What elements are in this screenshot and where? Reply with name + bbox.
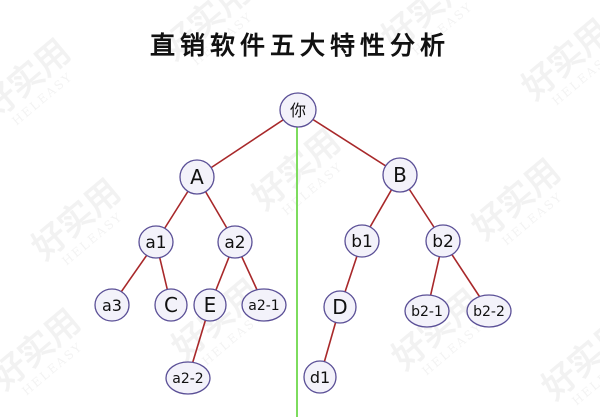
node-circle: [425, 224, 461, 258]
node-circle: [404, 294, 450, 328]
node-circle: [279, 92, 317, 128]
node-circle: [154, 288, 188, 322]
node-circle: [323, 290, 357, 324]
node-label: A: [190, 165, 204, 189]
node-label: a3: [102, 296, 122, 315]
node-label: 你: [290, 101, 306, 120]
tree-node-C: C: [154, 288, 188, 322]
node-label: D: [332, 295, 347, 319]
tree-node-E: E: [193, 288, 227, 322]
node-label: b2-2: [473, 304, 505, 320]
node-label: b2: [432, 232, 454, 252]
tree-edge-root-A: [196, 109, 299, 178]
node-circle: [344, 224, 380, 258]
tree-node-A: A: [179, 159, 215, 195]
node-label: a2-2: [172, 371, 203, 387]
node-circle: [165, 361, 211, 395]
tree-node-b2-1: b2-1: [404, 294, 450, 328]
node-label: b2-1: [411, 304, 443, 320]
tree-node-b2-2: b2-2: [466, 294, 512, 328]
tree-node-a2-1: a2-1: [241, 288, 287, 322]
node-label: B: [393, 163, 407, 187]
tree-node-a2-2: a2-2: [165, 361, 211, 395]
node-label: E: [204, 293, 217, 317]
tree-node-a1: a1: [138, 225, 174, 259]
node-label: d1: [310, 368, 330, 387]
node-label: b1: [351, 232, 373, 252]
tree-node-b1: b1: [344, 224, 380, 258]
node-circle: [217, 225, 253, 259]
tree-node-a2: a2: [217, 225, 253, 259]
node-circle: [179, 159, 215, 195]
tree-node-a3: a3: [94, 288, 130, 322]
node-label: C: [164, 293, 178, 317]
node-circle: [382, 157, 418, 193]
node-label: a1: [145, 233, 166, 253]
node-circle: [303, 360, 337, 394]
tree-node-D: D: [323, 290, 357, 324]
node-label: a2-1: [248, 298, 279, 314]
tree-node-b2: b2: [425, 224, 461, 258]
page-title: 直销软件五大特性分析: [149, 31, 450, 60]
node-label: a2: [224, 233, 245, 253]
node-circle: [241, 288, 287, 322]
node-circle: [94, 288, 130, 322]
tree-node-B: B: [382, 157, 418, 193]
tree-node-root: 你: [279, 92, 317, 128]
node-circle: [466, 294, 512, 328]
tree-node-d1: d1: [303, 360, 337, 394]
node-circle: [138, 225, 174, 259]
node-circle: [193, 288, 227, 322]
tree-edge-root-B: [297, 109, 401, 176]
